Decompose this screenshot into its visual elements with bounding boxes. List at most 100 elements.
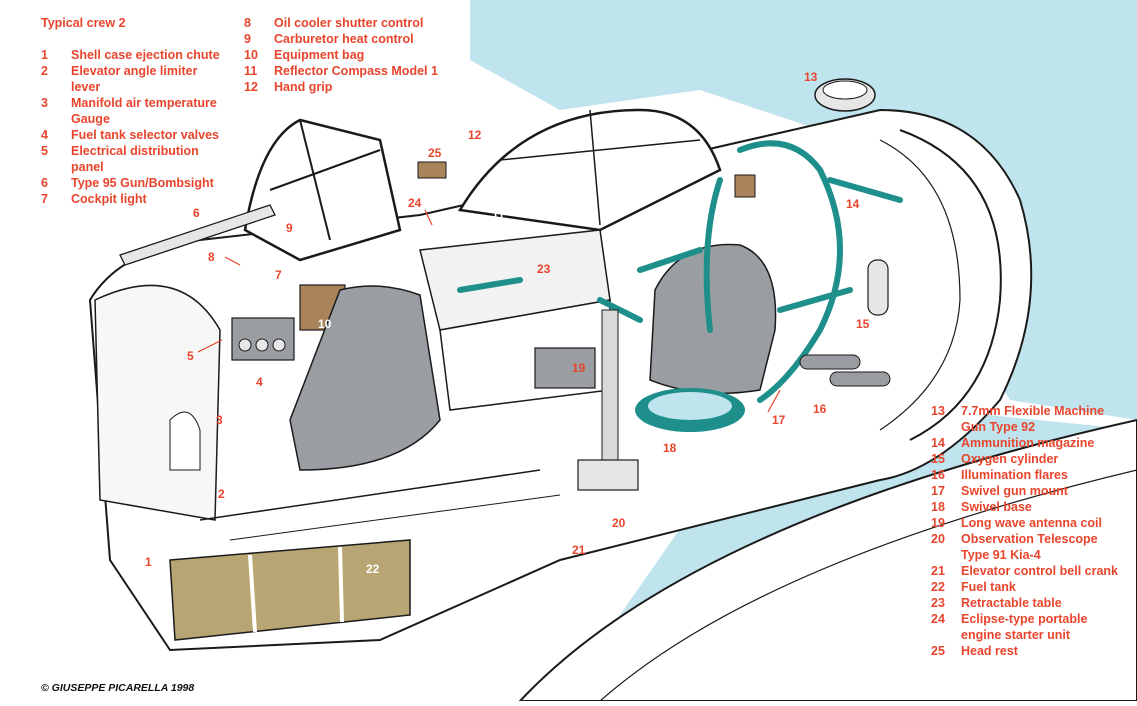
- callout-22: 22: [366, 562, 380, 576]
- callout-14: 14: [846, 197, 860, 211]
- legend-entry: 4 Fuel tank selector valves: [41, 127, 241, 143]
- legend-number: 3: [41, 96, 48, 110]
- legend-number: 8: [244, 16, 251, 30]
- legend-number: 23: [931, 596, 945, 610]
- legend-text: Elevator control bell crank: [961, 564, 1118, 578]
- callout-9: 9: [286, 221, 293, 235]
- legend-title: Typical crew 2: [41, 16, 126, 30]
- legend-text: Cockpit light: [71, 192, 147, 206]
- legend-text: Fuel tank selector valves: [71, 128, 219, 142]
- callout-21: 21: [572, 543, 586, 557]
- legend-text: Retractable table: [961, 596, 1062, 610]
- legend-entry: 13 7.7mm Flexible Machine Gun Type 92: [931, 403, 1131, 435]
- legend-text: Reflector Compass Model 1: [274, 64, 438, 78]
- legend-text: Equipment bag: [274, 48, 365, 62]
- legend-number: 15: [931, 452, 945, 466]
- legend-number: 13: [931, 404, 945, 418]
- canopy: [243, 118, 402, 262]
- legend-number: 17: [931, 484, 945, 498]
- legend-number: 6: [41, 176, 48, 190]
- antenna-coil: [534, 347, 596, 389]
- legend-number: 5: [41, 144, 48, 158]
- callout-25: 25: [428, 146, 442, 160]
- callout-15: 15: [856, 317, 870, 331]
- callout-23: 23: [537, 262, 551, 276]
- legend-text: Eclipse-type portable engine starter uni…: [961, 612, 1088, 642]
- legend-number: 19: [931, 516, 945, 530]
- copyright: © GIUSEPPE PICARELLA 1998: [41, 682, 195, 694]
- swivel-base: [635, 388, 745, 432]
- pilot-seat: [289, 285, 441, 471]
- wing: [517, 418, 1137, 702]
- callout-18: 18: [663, 441, 677, 455]
- legend-text: Swivel base: [961, 500, 1032, 514]
- leader-lines: [197, 209, 781, 413]
- oxygen-cylinder: [867, 259, 889, 316]
- legend-entry: 22 Fuel tank: [931, 579, 1131, 595]
- legend-entry: 7 Cockpit light: [41, 191, 241, 207]
- legend-number: 21: [931, 564, 945, 578]
- legend-entry: 23 Retractable table: [931, 595, 1131, 611]
- callout-17: 17: [772, 413, 786, 427]
- callout-13: 13: [804, 70, 818, 84]
- telescope: [601, 309, 619, 471]
- callout-6: 6: [193, 206, 200, 220]
- legend-number: 25: [931, 644, 945, 658]
- legend-text: Ammunition magazine: [961, 436, 1095, 450]
- legend-text: Manifold air temperature Gauge: [71, 96, 217, 126]
- legend-number: 11: [244, 64, 258, 78]
- swivel-mount: [457, 140, 903, 403]
- legend-number: 14: [931, 436, 945, 450]
- callout-24: 24: [408, 196, 422, 210]
- legend-text: Type 95 Gun/Bombsight: [71, 176, 214, 190]
- rear-canopy: [457, 108, 722, 232]
- legend-number: 20: [931, 532, 945, 546]
- gunsight: [119, 204, 276, 266]
- callout-5: 5: [187, 349, 194, 363]
- legend-text: Head rest: [961, 644, 1018, 658]
- legend-entry: 12 Hand grip: [244, 79, 464, 95]
- fuel-tank: [169, 539, 411, 641]
- legend-text: Elevator angle limiter lever: [71, 64, 198, 94]
- legend-number: 9: [244, 32, 251, 46]
- callout-4: 4: [256, 375, 263, 389]
- legend-text: Carburetor heat control: [274, 32, 414, 46]
- callout-1: 1: [145, 555, 152, 569]
- legend-entry: 14 Ammunition magazine: [931, 435, 1131, 451]
- legend-text: Hand grip: [274, 80, 333, 94]
- legend-number: 22: [931, 580, 945, 594]
- legend-number: 7: [41, 192, 48, 206]
- legend-text: Oil cooler shutter control: [274, 16, 424, 30]
- flares: [799, 354, 891, 387]
- legend-entry: 8 Oil cooler shutter control: [244, 15, 464, 31]
- legend-entry: 9 Carburetor heat control: [244, 31, 464, 47]
- legend-number: 24: [931, 612, 945, 626]
- legend-text: Fuel tank: [961, 580, 1016, 594]
- legend-entry: 21 Elevator control bell crank: [931, 563, 1131, 579]
- head-rest: [417, 161, 447, 179]
- callout-7: 7: [275, 268, 282, 282]
- callout-12: 12: [468, 128, 482, 142]
- legend-number: 4: [41, 128, 48, 142]
- legend-entry: 6 Type 95 Gun/Bombsight: [41, 175, 241, 191]
- legend-text: Swivel gun mount: [961, 484, 1068, 498]
- legend-entry: 24 Eclipse-type portable engine starter u…: [931, 611, 1131, 643]
- legend-number: 12: [244, 80, 258, 94]
- callout-3: 3: [216, 413, 223, 427]
- callout-16: 16: [813, 402, 827, 416]
- legend-text: 7.7mm Flexible Machine Gun Type 92: [961, 404, 1105, 434]
- legend-right: 13 7.7mm Flexible Machine Gun Type 92 14 Am…: [931, 403, 1131, 659]
- legend-text: Long wave antenna coil: [961, 516, 1102, 530]
- callout-10: 10: [318, 317, 332, 331]
- legend-number: 10: [244, 48, 258, 62]
- callout-20: 20: [612, 516, 626, 530]
